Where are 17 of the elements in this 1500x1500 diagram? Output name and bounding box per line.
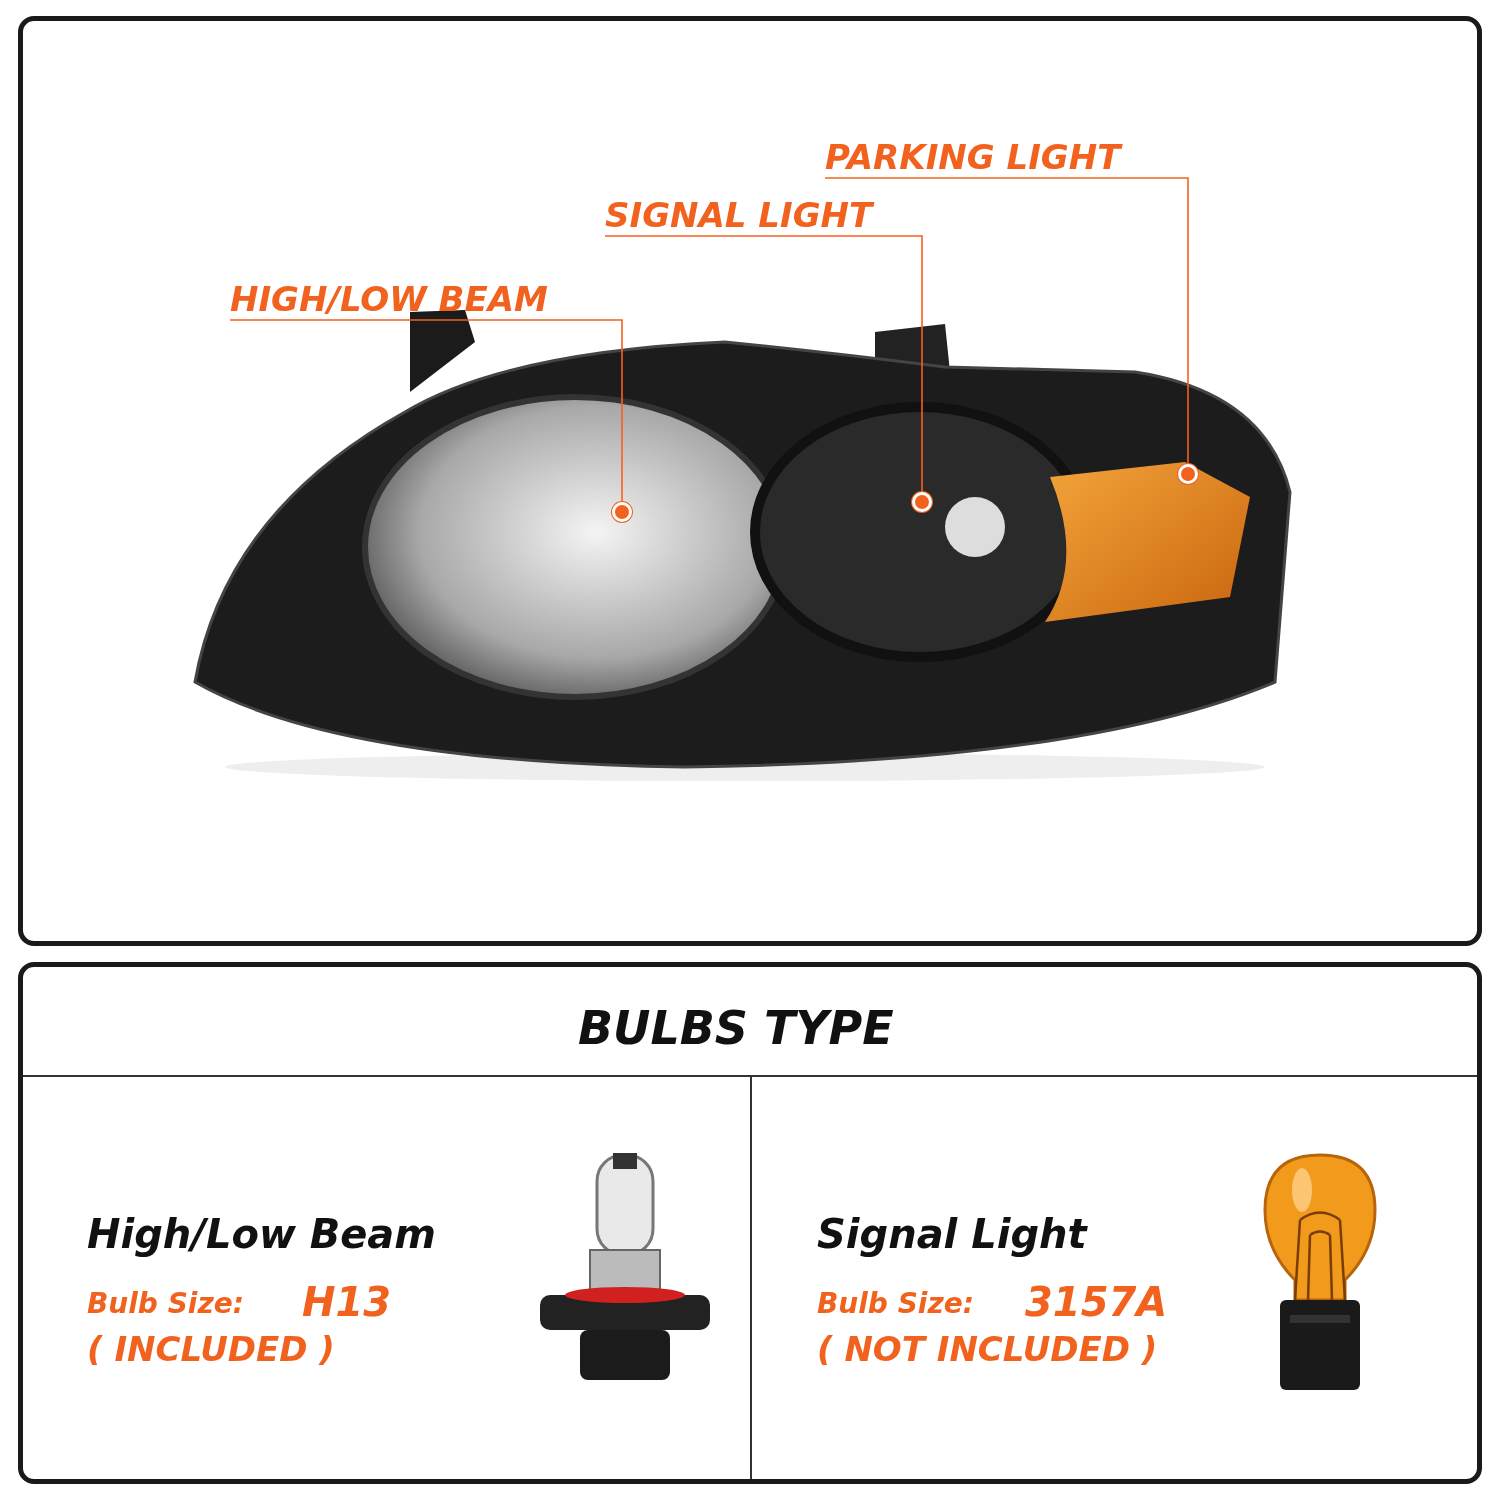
leader-line — [229, 319, 623, 503]
callout-label: PARKING LIGHT — [825, 140, 1195, 176]
leader-line — [824, 177, 1189, 465]
size-value: H13 — [302, 1282, 392, 1322]
bulb-table — [18, 962, 1482, 1484]
table-heading: BULBS TYPE — [578, 1005, 894, 1051]
marker-dot — [912, 492, 932, 512]
marker-dot — [1178, 464, 1198, 484]
leader-line — [604, 235, 923, 493]
callout-label: SIGNAL LIGHT — [605, 198, 932, 234]
callout-label: HIGH/LOW BEAM — [230, 282, 622, 318]
inclusion-note: ( NOT INCLUDED ) — [817, 1332, 1158, 1366]
size-value: 3157A — [1025, 1282, 1168, 1322]
inclusion-note: ( INCLUDED ) — [87, 1332, 335, 1366]
size-label: Bulb Size: — [817, 1290, 974, 1318]
size-label: Bulb Size: — [87, 1290, 244, 1318]
marker-dot — [612, 502, 632, 522]
